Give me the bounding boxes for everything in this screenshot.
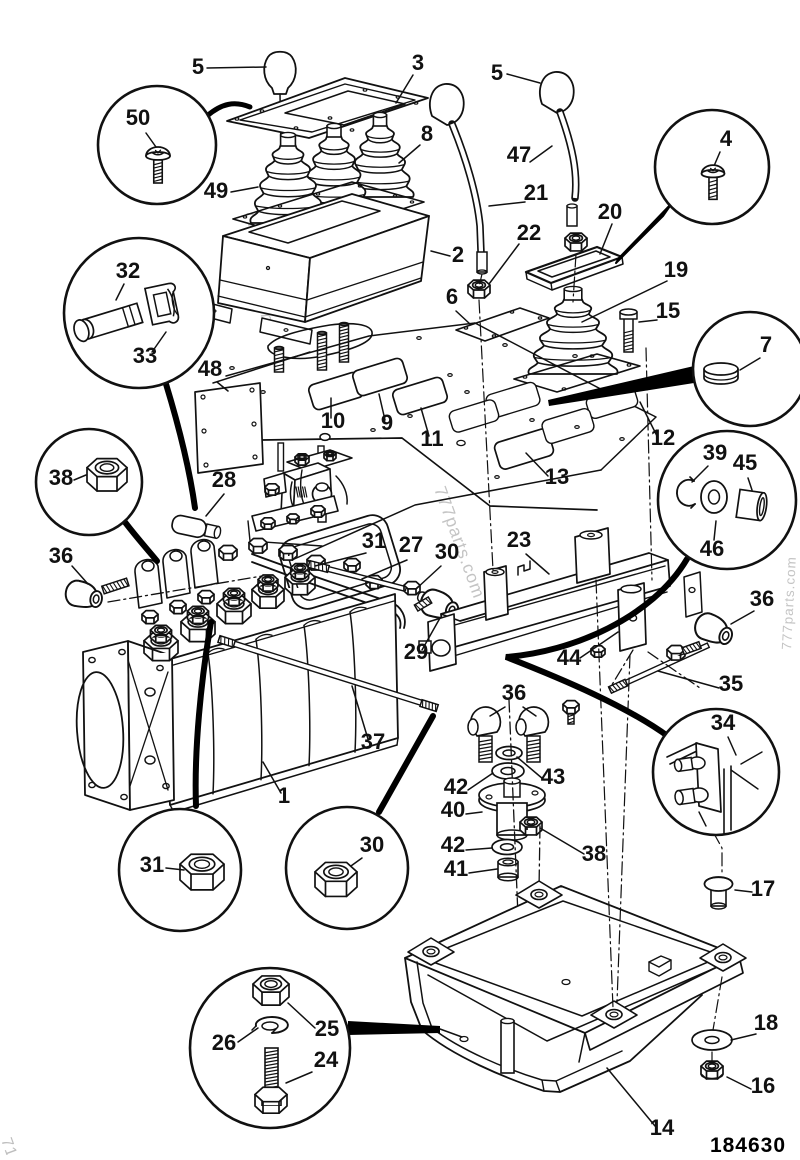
svg-text:6: 6	[446, 284, 458, 309]
svg-text:41: 41	[444, 856, 468, 881]
svg-text:777parts.com: 777parts.com	[779, 556, 799, 650]
svg-text:7: 7	[760, 332, 772, 357]
svg-text:16: 16	[751, 1073, 775, 1098]
svg-text:40: 40	[441, 797, 465, 822]
svg-text:33: 33	[133, 343, 157, 368]
svg-text:39: 39	[703, 440, 727, 465]
svg-text:48: 48	[198, 356, 222, 381]
svg-text:30: 30	[435, 539, 459, 564]
svg-text:22: 22	[517, 220, 541, 245]
svg-text:13: 13	[545, 464, 569, 489]
svg-text:11: 11	[420, 426, 443, 451]
svg-text:5: 5	[192, 54, 204, 79]
svg-text:26: 26	[212, 1030, 236, 1055]
svg-text:4: 4	[720, 126, 733, 151]
svg-text:27: 27	[399, 532, 423, 557]
svg-text:42: 42	[441, 832, 465, 857]
svg-text:12: 12	[651, 425, 675, 450]
svg-text:44: 44	[557, 645, 582, 670]
svg-text:36: 36	[49, 543, 73, 568]
svg-text:17: 17	[751, 876, 775, 901]
svg-text:42: 42	[444, 774, 468, 799]
svg-text:14: 14	[650, 1115, 675, 1140]
svg-text:38: 38	[582, 841, 606, 866]
svg-text:15: 15	[656, 298, 680, 323]
svg-text:50: 50	[126, 105, 150, 130]
svg-text:43: 43	[541, 764, 565, 789]
svg-text:47: 47	[507, 142, 531, 167]
svg-text:3: 3	[412, 50, 424, 75]
svg-text:8: 8	[421, 121, 433, 146]
svg-text:37: 37	[361, 729, 385, 754]
svg-text:38: 38	[49, 465, 73, 490]
svg-text:35: 35	[719, 671, 743, 696]
svg-text:2: 2	[452, 242, 464, 267]
svg-text:9: 9	[381, 410, 393, 435]
svg-text:31: 31	[140, 852, 164, 877]
svg-text:36: 36	[502, 680, 526, 705]
svg-text:46: 46	[700, 536, 724, 561]
svg-text:31: 31	[362, 528, 386, 553]
svg-text:18: 18	[754, 1010, 778, 1035]
svg-text:21: 21	[524, 180, 548, 205]
svg-text:184630: 184630	[710, 1134, 786, 1155]
svg-text:36: 36	[750, 586, 774, 611]
svg-text:25: 25	[315, 1016, 339, 1041]
svg-text:49: 49	[204, 178, 228, 203]
svg-text:5: 5	[491, 60, 503, 85]
svg-text:28: 28	[212, 467, 236, 492]
svg-text:23: 23	[507, 527, 531, 552]
svg-text:1: 1	[278, 783, 290, 808]
svg-text:24: 24	[314, 1047, 339, 1072]
svg-text:32: 32	[116, 258, 140, 283]
svg-text:29: 29	[404, 639, 428, 664]
svg-text:45: 45	[733, 450, 757, 475]
svg-text:34: 34	[711, 710, 736, 735]
svg-text:20: 20	[598, 199, 622, 224]
svg-text:19: 19	[664, 257, 688, 282]
svg-text:10: 10	[321, 408, 345, 433]
svg-text:30: 30	[360, 832, 384, 857]
